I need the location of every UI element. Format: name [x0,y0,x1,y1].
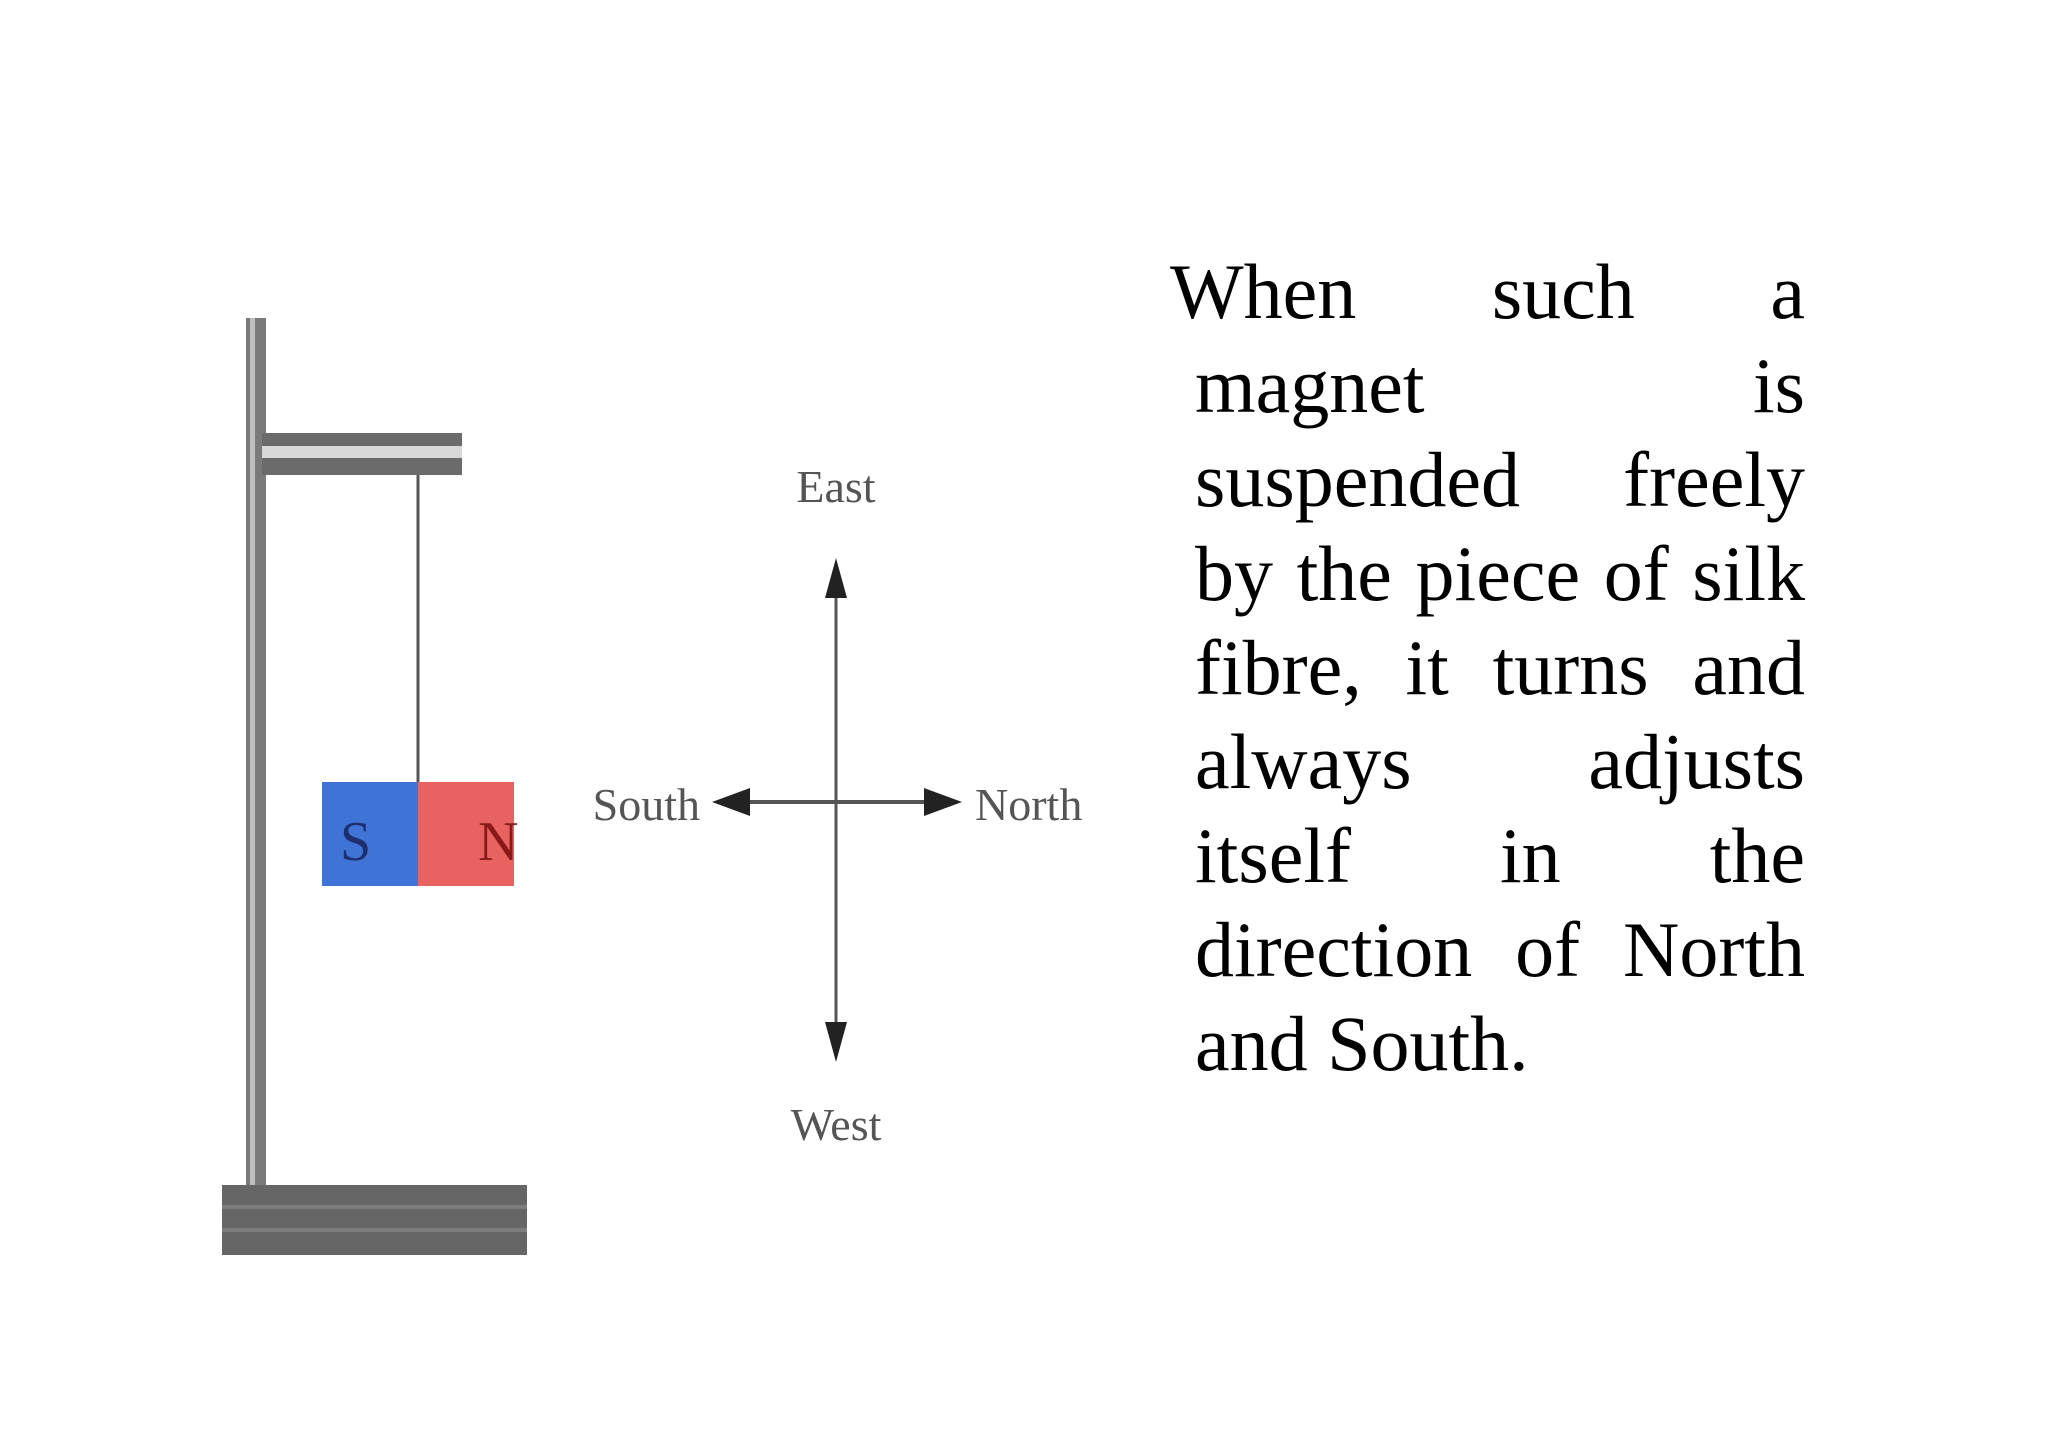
south-pole [322,782,418,886]
north-pole [418,782,514,886]
caption-line: When such a [1170,248,1805,335]
compass-east-label: East [796,461,875,512]
caption-line: fibre, it turns and [1195,624,1805,711]
compass [712,558,962,1062]
stand [222,318,527,1255]
caption-line: always adjusts [1195,718,1805,805]
caption-line: magnet is [1195,342,1805,429]
arrow-up-icon [825,558,847,598]
arrow-left-icon [712,788,750,816]
caption-line: itself in the [1195,812,1805,899]
caption-line: by the piece of silk [1195,530,1805,617]
arrow-down-icon [825,1022,847,1062]
arrow-right-icon [924,788,962,816]
south-pole-label: S [340,811,371,873]
caption-line: suspended freely [1195,436,1805,523]
compass-north-label: North [975,779,1082,830]
caption-line: direction of North [1195,906,1805,993]
north-pole-label: N [478,811,518,873]
caption-text: When such a magnet is suspended freely b… [1170,245,1805,1091]
stand-base [222,1185,527,1255]
caption-line: and South. [1195,1000,1529,1087]
bar-magnet: S N [322,782,518,886]
compass-west-label: West [791,1099,882,1150]
magnet-diagram: S N East West South North [222,318,1082,1255]
compass-south-label: South [593,779,700,830]
